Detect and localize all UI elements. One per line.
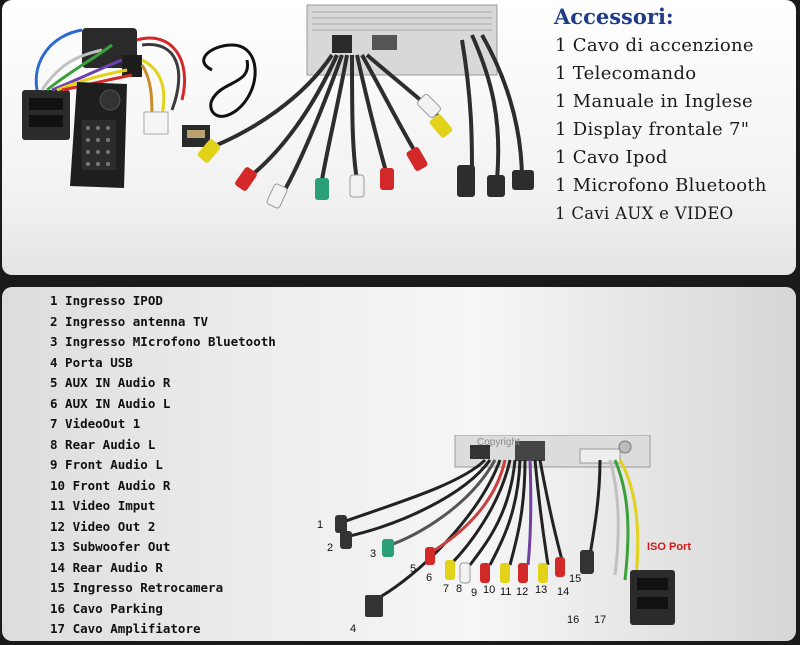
callout-15: 15 — [569, 573, 582, 585]
callout-6: 6 — [426, 572, 433, 584]
callout-16: 16 — [567, 614, 580, 626]
callout-17: 17 — [594, 614, 607, 626]
copyright-watermark: Copyright — [477, 437, 520, 448]
port-item: 17 Cavo Amplifiatore — [50, 621, 201, 636]
port-item: 13 Subwoofer Out — [50, 539, 171, 554]
callout-11: 11 — [500, 586, 512, 598]
ipod-cable-image — [182, 43, 257, 147]
accessory-item: 1 Telecomando — [555, 63, 697, 84]
callout-9: 9 — [471, 587, 478, 599]
callout-5: 5 — [410, 563, 417, 575]
accessories-panel: Accessori: 1 Cavo di accenzione 1 Teleco… — [2, 0, 796, 275]
port-item: 12 Video Out 2 — [50, 518, 156, 534]
callout-3: 3 — [370, 548, 377, 560]
callout-10: 10 — [483, 584, 496, 596]
head-unit-image — [306, 4, 498, 76]
port-item: 10 Front Audio R — [50, 477, 171, 493]
callout-14: 14 — [557, 586, 570, 598]
port-item: 7 VideoOut 1 — [50, 416, 141, 431]
rca-cables-image — [197, 34, 534, 209]
callout-7: 7 — [443, 583, 450, 595]
port-item: 8 Rear Audio L — [50, 436, 156, 452]
port-item: 3 Ingresso MIcrofono Bluetooth — [50, 334, 276, 349]
wiring-diagram-image — [335, 435, 675, 625]
callout-1: 1 — [317, 519, 324, 531]
callout-13: 13 — [535, 584, 548, 596]
port-item: 14 Rear Audio R — [50, 559, 163, 575]
iso-port-label: ISO Port — [647, 541, 692, 553]
port-item: 1 Ingresso IPOD — [50, 293, 163, 308]
callout-12: 12 — [516, 586, 529, 598]
remote-control-image — [70, 82, 127, 188]
accessory-item: 1 Manuale in Inglese — [555, 91, 753, 112]
accessory-item: 1 Microfono Bluetooth — [555, 175, 767, 196]
iso-harness-image — [22, 28, 187, 140]
port-item: 16 Cavo Parking — [50, 600, 163, 616]
port-item: 2 Ingresso antenna TV — [50, 313, 209, 329]
port-item: 11 Video Imput — [50, 498, 156, 513]
accessories-list: 1 Cavo di accenzione 1 Telecomando 1 Man… — [555, 32, 767, 228]
accessory-item: 1 Cavo di accenzione — [555, 35, 754, 56]
callout-4: 4 — [350, 623, 357, 635]
callout-8: 8 — [456, 583, 463, 595]
port-item: 6 AUX IN Audio L — [50, 395, 171, 411]
port-item: 9 Front Audio L — [50, 457, 163, 472]
ports-list: 1 Ingresso IPOD 2 Ingresso antenna TV 3 … — [50, 291, 276, 640]
accessory-item: 1 Cavi AUX e VIDEO — [555, 204, 734, 223]
accessories-title: Accessori: — [554, 4, 674, 29]
callout-2: 2 — [327, 542, 334, 554]
port-item: 5 AUX IN Audio R — [50, 375, 171, 390]
accessories-photo — [22, 4, 534, 209]
port-item: 15 Ingresso Retrocamera — [50, 580, 224, 595]
accessory-item: 1 Cavo Ipod — [555, 147, 668, 168]
port-item: 4 Porta USB — [50, 354, 133, 370]
accessory-item: 1 Display frontale 7" — [555, 119, 750, 140]
